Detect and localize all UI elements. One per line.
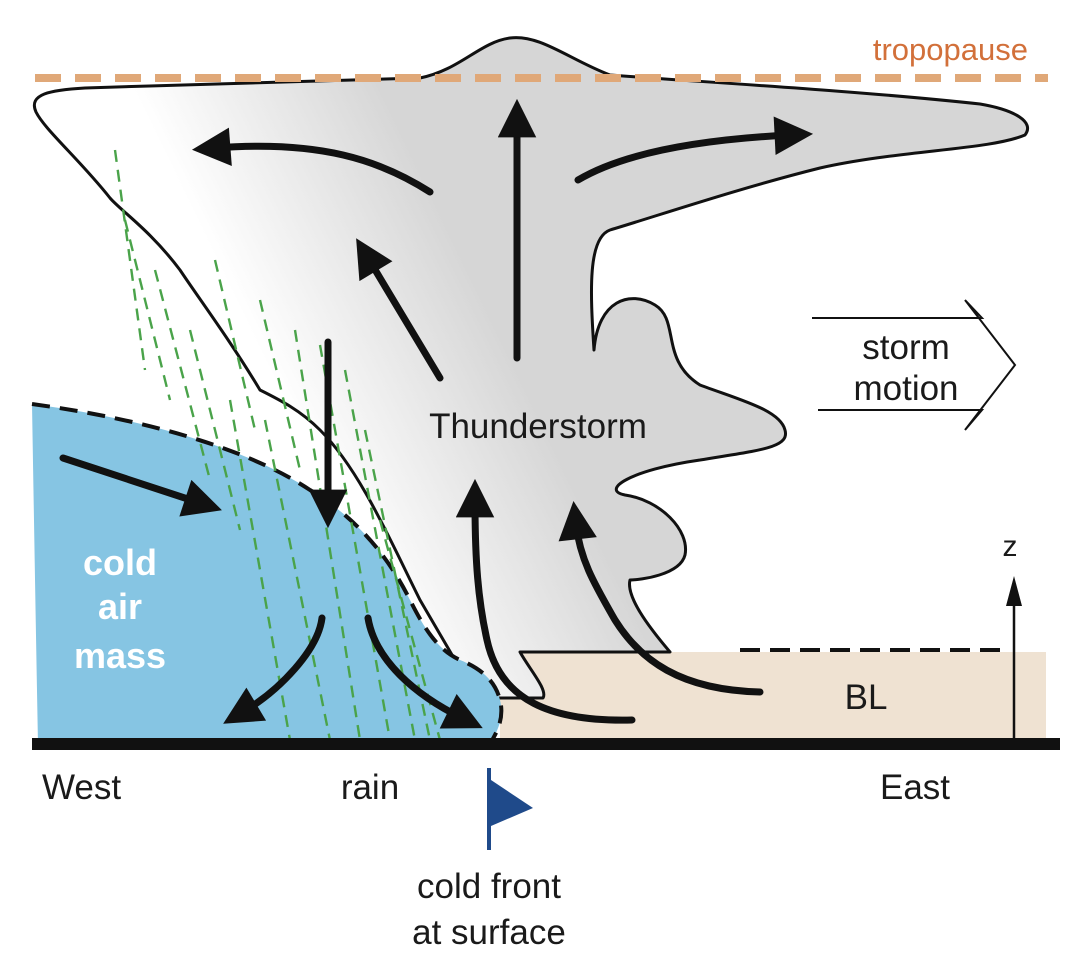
cold-air-label-line2: air [98,586,142,627]
tropopause-label: tropopause [873,32,1028,67]
tilted-updraft-arrow [356,238,444,382]
downdraft-east-spread-arrow [364,614,483,729]
boundary-layer-region [500,652,1046,744]
inflow-lifting-lower-arrow [455,478,636,724]
upper-right-outflow-arrow [574,116,814,184]
west-label: West [42,768,121,807]
cold-air-label-line3: mass [74,635,166,676]
storm-motion-label-line2: motion [853,369,958,408]
boundary-layer-label: BL [845,678,888,717]
east-label: East [880,768,950,807]
downdraft-west-spread-arrow [223,614,326,724]
thunderstorm-cloud [32,36,1029,700]
rain-label: rain [341,768,399,807]
cold-air-boundary [31,402,504,745]
airflow-arrows [59,98,814,729]
z-axis-label: z [1003,530,1018,563]
cold-air-inflow-arrow [59,454,222,517]
storm-motion-arrow [812,299,1017,431]
cold-front-flag-icon [491,780,533,826]
z-axis-arrowhead-icon [1006,576,1022,606]
cold-air-label-line1: cold [83,542,157,583]
inflow-lifting-upper-arrow [558,501,764,696]
cold-front-label-line1: cold front [417,867,561,906]
ground-line [32,738,1060,750]
cold-front-label-line2: at surface [412,913,566,952]
thunderstorm-label: Thunderstorm [429,407,647,446]
storm-motion-label-line1: storm [862,328,950,367]
upper-left-outflow-arrow [191,127,434,196]
